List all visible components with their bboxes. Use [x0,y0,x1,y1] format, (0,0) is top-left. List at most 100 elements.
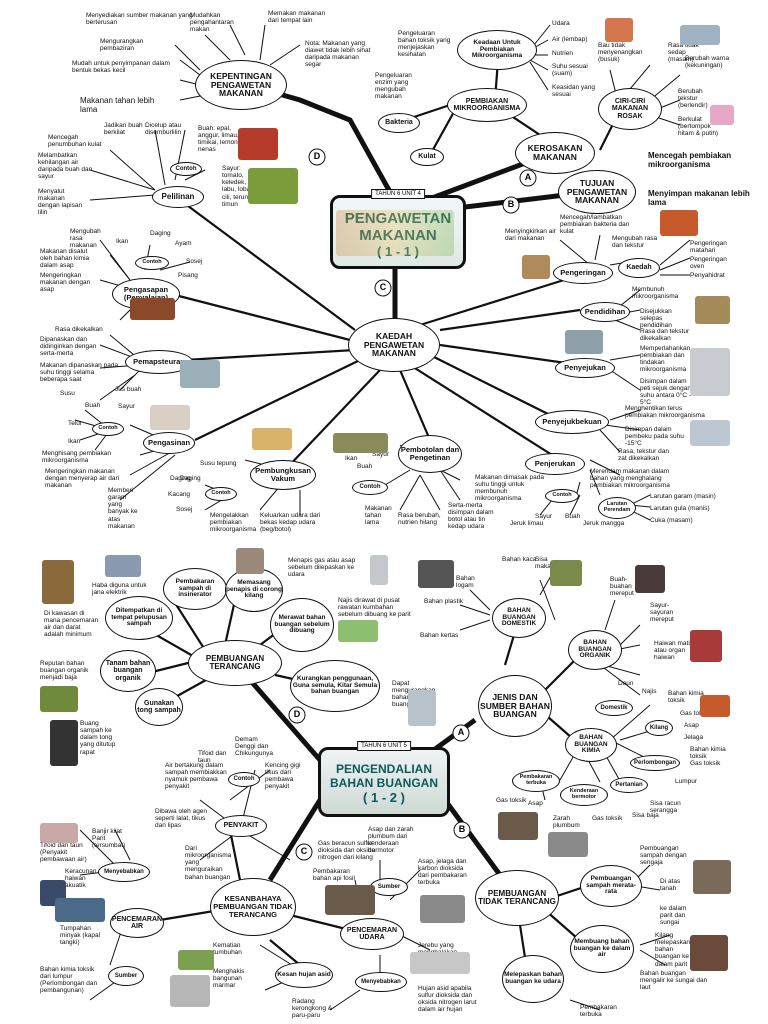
cold-storage-image [565,330,603,354]
penjerukan-sayur: Sayur [535,513,552,520]
penyakit-note-3: Dibawa oleh agen seperti lalat, tikus da… [155,808,208,830]
vakum-note-2: Keluarkan udara dari bekas kedap udara (… [260,512,321,534]
penyakit-note-5: Air bertakung dalam sampah membiakkan ny… [165,762,227,791]
pembotolan-sayur: Sayur [372,451,389,458]
penjerukan-contoh: Contoh [545,489,579,503]
keadaan-udara: Udara [552,20,570,27]
pendidihan-note-3: Rasa dan tekstur dikekalkan [640,328,690,343]
pengasinan-daging: Daging [170,475,191,482]
kesan-penyakit: PENYAKIT [215,815,267,837]
kesan-node: KESANBAHAYA PEMBUANGAN TIDAK TERANCANG [210,878,296,936]
pengasinan-telur: Telur [68,420,83,427]
marker-circles [288,148,537,861]
pengasinan-sayur: Sayur [118,403,135,410]
pelilinan-contoh: Contoh [170,162,202,176]
marble-image [170,975,210,1007]
top-unit-tag: TAHUN 6 UNIT 4 [371,189,425,199]
pembotolan-note-4: Rasa berubah, nutrien hilang [398,512,441,527]
kesan-hujan-asid: Kesan hujan asid [275,962,333,988]
penjerukan-mangga: Jeruk mangga [583,520,625,527]
canned-food-image [333,433,388,453]
method-pengasinan: Pengasinan [143,432,195,454]
method-pendidihan: Pendidihan [580,302,630,322]
kesan-sumber-2: Sumber [370,878,408,896]
method-vakum: Pembungkusan Vakum [250,460,316,490]
domestik-kertas: Bahan kertas [420,632,459,639]
pendidihan-note-1: Membunuh mikroorganisma [632,286,679,301]
bottom-marker-d: D [293,709,301,719]
kimia-pertanian: Pertanian [610,777,648,793]
pelilinan-note-3: Menyalut makanan dengan lapisan lilin [38,188,83,217]
domestik-kaca: Bahan kaca [502,556,537,563]
kimia-item-6: Gas toksik [690,760,721,767]
link-pembiakan-kulat [429,109,456,156]
air-note-3: Bahan kimia toksik dari lumpur (Perlombo… [40,966,98,995]
organik-haiwan: Haiwan mati atau organ haiwan [654,640,690,662]
landfill-image [42,560,74,604]
link-b-center-terancang [248,678,322,762]
pemapsteuran-jus: Jus buah [115,386,142,393]
penyejukan-note-2: Disimpan dalam peti sejuk dengan suhu an… [640,378,692,407]
sewage-image [338,620,378,642]
tidak-note-4: Kilang melepaskan bahan buangan ke dalam… [655,932,691,968]
kimia-kilang: Kilang [645,720,673,736]
open-burning-image [498,812,538,840]
dead-animal-image [690,630,722,662]
terancang-note-haba: Haba diguna untuk jana elektrik [92,582,147,597]
tidak-udara: Melepaskan bahan buangan ke udara [502,955,564,1003]
udara-note-3: Pembakaran bahan api fosil [313,868,355,883]
vegetable-image [248,168,298,204]
penjerukan-buah: Buah [565,513,581,520]
pengasapan-sosej: Sosej [186,258,203,265]
pengeringan-note-3: Mengubah rasa dan tekstur [612,235,658,250]
terancang-ditempatkan: Ditempatkan di tempat pelupusan sampah [105,596,173,640]
penyejukbekuan-note-1: Menghentikan terus pembiakan mikroorgani… [625,405,705,420]
tidak-terancang-node: PEMBUANGAN TIDAK TERANCANG [475,870,559,926]
penyakit-note-4: Dari mikroorganisma yang menguraikan bah… [185,845,232,881]
method-penyejukbekuan: Penyejukbekuan [535,410,609,434]
air-note-1: Keracunan haiwan akuatik [65,868,97,890]
kepentingan-note: Nota: Makanan yang diawet tidak lebih si… [305,40,371,69]
top-marker-c: C [379,282,387,292]
food-collage-image [336,210,454,256]
pelilinan-note-4: Jadikan buah berkilat [104,122,143,137]
kimia-item-2: Gas toksik [680,710,711,717]
vakum-sosej: Sosej [176,506,193,513]
air-note-2: Tumpahan minyak (kapal tangki) [60,925,101,947]
ciri-kulat: Berkulat (bertompok hitam & putih) [678,116,719,138]
jenis-node: JENIS DAN SUMBER BAHAN BUANGAN [478,675,552,737]
kaedah-node: KAEDAH PENGAWETAN MAKANAN [348,318,440,372]
organik-node: BAHAN BUANGAN ORGANIK [568,630,622,670]
pengeringan-note-6: Penyahidrat [690,272,725,279]
terancang-merawat: Merawat bahan buangan sebelum dibuang [270,598,334,652]
pelilinan-node: Pelilinan [152,186,204,208]
drying-image [660,210,698,236]
terancang-note-baja: Reputan bahan buangan organik menjadi ba… [40,660,89,682]
pembiakan-note-toksik: Pengeluaran bahan toksik yang menjejaska… [398,30,451,59]
pengasapan-ikan: Ikan [116,238,129,245]
kimia-item-4: Jelaga [684,734,704,741]
penyejukbekuan-note-3: Rasa, tekstur dan zat dikekalkan [618,448,669,463]
ciri-rasa: Rasa tidak sedap (masam) [668,42,699,64]
keadaan-suhu: Suhu sesuai (suam) [552,63,588,78]
ciri-warna: Berubah warna (kekuningan) [685,55,730,70]
compost-image [40,686,78,712]
moldy-food-image [710,105,734,125]
kimia-item-11: Asap [528,800,543,807]
penyakit-note-6: Tifoid dan taun [198,750,227,765]
pengasapan-note-3: Mengeringkan makanan dengan asap [40,272,91,294]
pengasinan-buah: Buah [85,402,101,409]
pengasapan-contoh: Contoh [135,256,169,270]
udara-note-4: Asap, jelaga dan karbon dioksida dari pe… [418,858,467,887]
terancang-penapis: Memasang penapis di corong kilang [225,568,283,612]
kimia-kenderaan: Kenderaan bermotor [560,784,608,806]
pelilinan-sayur: Sayur: tomato, keledek, labu, lobak, cil… [222,165,256,208]
top-marker-d: D [313,151,321,161]
tujuan-node: TUJUAN PENGAWETAN MAKANAN [558,170,636,214]
kepentingan-item-5: Mudahkan pengahantaran makan [190,12,234,34]
water-pollution-image [690,935,728,971]
kimia-item-3: Asap [684,722,699,729]
pasteur-factory-image [180,360,220,388]
kesan-menyebabkan-2: Menyebabkan [355,972,407,992]
chimney-image [236,548,264,574]
